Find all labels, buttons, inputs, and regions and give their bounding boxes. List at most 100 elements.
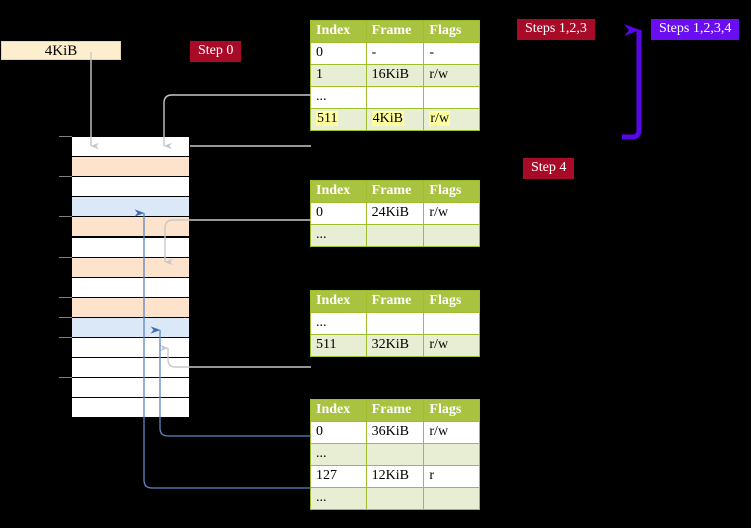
badge-step-0: Step 0 xyxy=(190,41,242,62)
cell-flags xyxy=(423,224,480,247)
cell-index: ... xyxy=(310,487,367,510)
column-header-index: Index xyxy=(310,399,367,422)
cell-flags: r/w xyxy=(423,202,480,225)
memory-tick-0 xyxy=(59,136,72,137)
table-row[interactable]: ... xyxy=(310,443,480,466)
column-header-flags: Flags xyxy=(423,180,480,203)
cell-index: 1 xyxy=(310,64,367,87)
memory-frame-0 xyxy=(71,136,190,158)
cell-frame: 32KiB xyxy=(365,334,425,357)
memory-frame-1 xyxy=(71,156,190,178)
memory-tick-6 xyxy=(59,256,72,258)
cell-flags: r xyxy=(423,465,480,488)
memory-frame-2 xyxy=(71,176,190,198)
column-header-index: Index xyxy=(310,180,367,203)
memory-tick-12 xyxy=(59,377,72,379)
cell-flags: r/w xyxy=(423,421,480,444)
cell-frame: 16KiB xyxy=(365,64,425,87)
memory-tick-2 xyxy=(59,176,72,178)
cell-highlight: 4KiB xyxy=(371,111,404,126)
column-header-index: Index xyxy=(310,290,367,313)
memory-frame-4 xyxy=(71,216,190,238)
cell-index: 511 xyxy=(310,334,367,357)
cell-frame xyxy=(365,312,425,335)
table-row[interactable]: ... xyxy=(310,86,480,109)
memory-tick-10 xyxy=(59,337,72,338)
cell-frame xyxy=(365,224,425,247)
column-header-flags: Flags xyxy=(423,20,480,43)
memory-frame-7 xyxy=(71,276,190,298)
cell-highlight: r/w xyxy=(429,111,451,126)
cell-frame xyxy=(365,487,425,510)
cell-frame: 12KiB xyxy=(365,465,425,488)
memory-frame-3 xyxy=(71,196,190,218)
cell-highlight: 511 xyxy=(316,111,339,126)
memory-frame-10 xyxy=(71,337,190,359)
memory-tick-8 xyxy=(59,296,72,298)
memory-frame-12 xyxy=(71,377,190,399)
cell-index: 0 xyxy=(310,421,367,444)
table-row[interactable]: ... xyxy=(310,312,480,335)
cell-flags xyxy=(423,312,480,335)
column-header-frame: Frame xyxy=(365,399,425,422)
cell-flags: r/w xyxy=(423,64,480,87)
cell-flags xyxy=(423,86,480,109)
cell-index: ... xyxy=(310,86,367,109)
cell-frame xyxy=(365,86,425,109)
cell-index: ... xyxy=(310,224,367,247)
badge-steps-1234: Steps 1,2,3,4 xyxy=(651,19,740,40)
physical-memory-column xyxy=(71,136,190,419)
cell-frame: 24KiB xyxy=(365,202,425,225)
memory-frame-5 xyxy=(71,236,190,258)
cell-frame: - xyxy=(365,42,425,65)
column-header-frame: Frame xyxy=(365,180,425,203)
cell-index: ... xyxy=(310,443,367,466)
column-header-flags: Flags xyxy=(423,290,480,313)
cell-frame xyxy=(365,443,425,466)
cell-frame: 36KiB xyxy=(365,421,425,444)
table-row[interactable]: 511 4KiB r/w xyxy=(310,108,480,131)
cell-flags: r/w xyxy=(423,108,480,131)
cell-index: 0 xyxy=(310,42,367,65)
memory-frame-9 xyxy=(71,316,190,338)
table-row[interactable]: ... xyxy=(310,487,480,510)
cell-index: 0 xyxy=(310,202,367,225)
cell-flags: r/w xyxy=(423,334,480,357)
badge-steps-123: Steps 1,2,3 xyxy=(517,19,595,40)
memory-frame-8 xyxy=(71,296,190,318)
column-header-frame: Frame xyxy=(365,290,425,313)
column-header-flags: Flags xyxy=(423,399,480,422)
memory-frame-11 xyxy=(71,357,190,379)
page-frame-box-4kib: 4KiB xyxy=(1,41,121,60)
memory-frame-13 xyxy=(71,397,190,419)
badge-step-4: Step 4 xyxy=(523,158,575,179)
cell-flags xyxy=(423,487,480,510)
arrow-steps-1234-bracket xyxy=(622,24,642,140)
table-row[interactable]: 0-- xyxy=(310,42,480,65)
column-header-index: Index xyxy=(310,20,367,43)
cell-flags: - xyxy=(423,42,480,65)
cell-index: ... xyxy=(310,312,367,335)
cell-index: 127 xyxy=(310,465,367,488)
memory-tick-9 xyxy=(59,316,72,318)
cell-index: 511 xyxy=(310,108,367,131)
memory-tick-4 xyxy=(59,216,72,218)
cell-flags xyxy=(423,443,480,466)
column-header-frame: Frame xyxy=(365,20,425,43)
memory-frame-6 xyxy=(71,256,190,278)
table-row[interactable]: ... xyxy=(310,224,480,247)
